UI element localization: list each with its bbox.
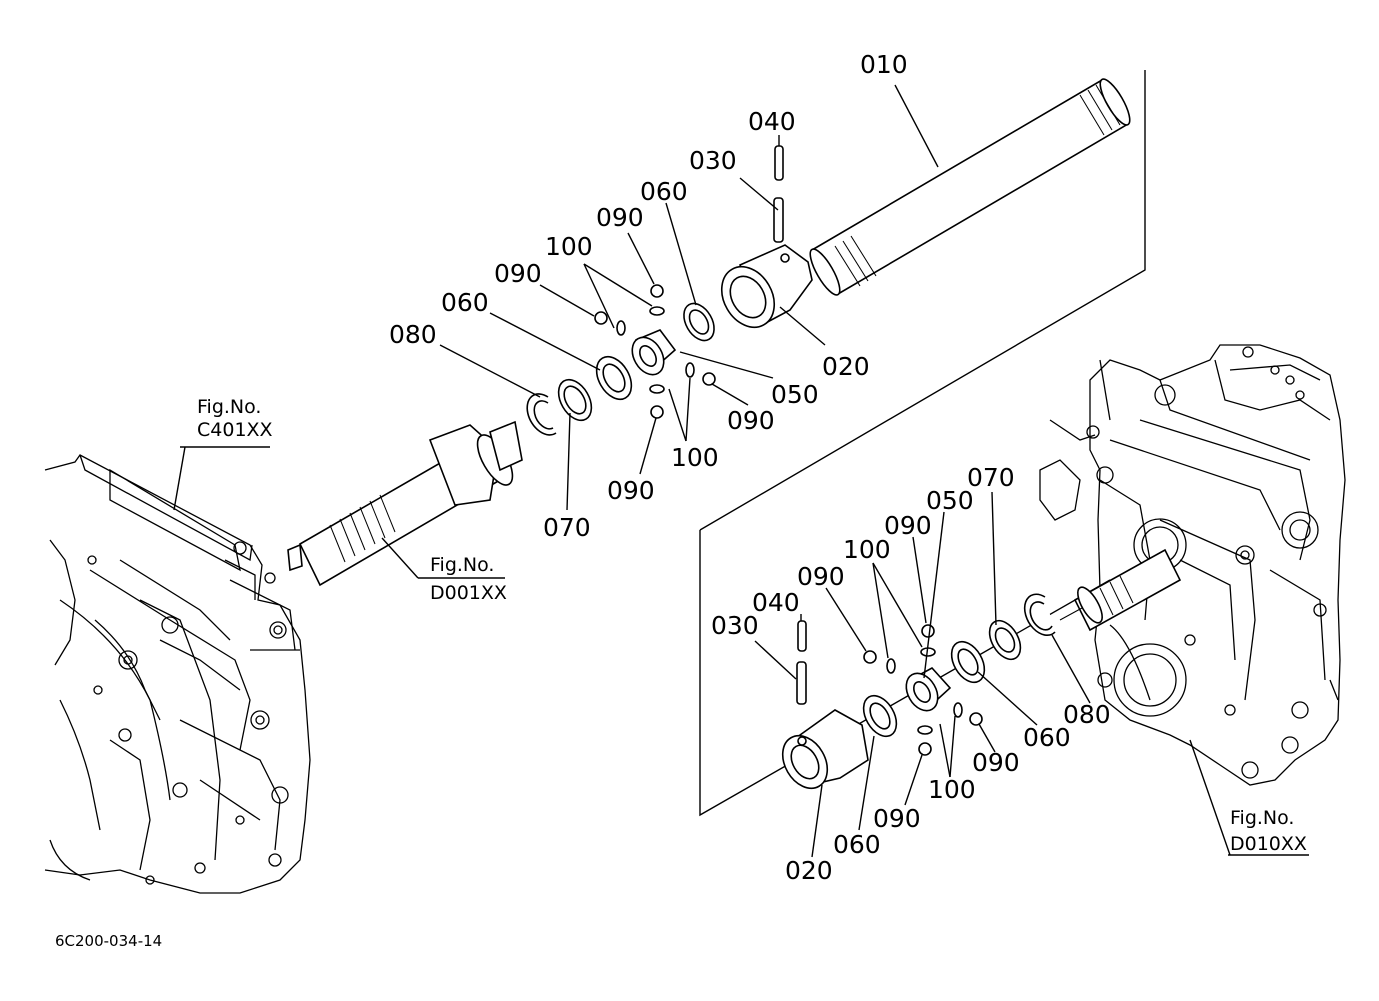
upper-boundary-frame bbox=[699, 70, 1146, 531]
label-upper-100-b: 100 bbox=[671, 443, 719, 472]
label-lower-030: 030 bbox=[711, 611, 759, 640]
oring-100-left bbox=[616, 320, 626, 336]
label-upper-050: 050 bbox=[771, 380, 819, 409]
label-lower-090-b: 090 bbox=[797, 562, 845, 591]
label-upper-020: 020 bbox=[822, 352, 870, 381]
pin-030-lower bbox=[796, 661, 807, 705]
ball-090-lower-right bbox=[969, 712, 983, 726]
left-housing-assembly bbox=[44, 454, 311, 894]
coupling-sleeve-020 bbox=[720, 244, 813, 328]
oring-100-lower-left bbox=[886, 658, 896, 674]
oring-100-lower-right bbox=[953, 702, 963, 718]
label-lower-090-d: 090 bbox=[873, 804, 921, 833]
label-upper-080: 080 bbox=[389, 320, 437, 349]
label-lower-040: 040 bbox=[752, 588, 800, 617]
label-upper-060-b: 060 bbox=[441, 288, 489, 317]
upper-leader-lines bbox=[173, 84, 939, 579]
label-upper-060-a: 060 bbox=[640, 177, 688, 206]
label-upper-090-b: 090 bbox=[494, 259, 542, 288]
label-lower-070: 070 bbox=[967, 463, 1015, 492]
fig-ref-d001-prefix: Fig.No. bbox=[430, 554, 494, 576]
lower-exploded-assembly: 070 050 090 100 090 040 030 080 060 090 … bbox=[699, 463, 1309, 885]
oring-100-top bbox=[649, 306, 665, 316]
label-lower-100-a: 100 bbox=[843, 535, 891, 564]
pin-040-lower bbox=[797, 620, 807, 652]
hub-050 bbox=[631, 329, 677, 376]
label-upper-090-c: 090 bbox=[727, 406, 775, 435]
fig-ref-d001-code: D001XX bbox=[430, 582, 507, 604]
oring-100-bottom bbox=[649, 384, 665, 394]
shaft-010 bbox=[809, 78, 1131, 296]
label-upper-040: 040 bbox=[748, 107, 796, 136]
oring-100-lower-bottom bbox=[917, 725, 933, 735]
input-shaft-d001xx bbox=[287, 420, 523, 587]
pin-040 bbox=[774, 145, 784, 181]
label-lower-060-a: 060 bbox=[1023, 723, 1071, 752]
label-lower-080: 080 bbox=[1063, 700, 1111, 729]
lower-boundary-frame bbox=[699, 530, 1111, 817]
ball-090-right bbox=[702, 372, 716, 386]
upper-exploded-assembly: 010 040 030 060 090 100 090 060 080 020 … bbox=[173, 50, 1146, 604]
ball-090-lower-top bbox=[921, 624, 935, 638]
ball-090-lower-left bbox=[863, 650, 877, 664]
label-lower-090-c: 090 bbox=[972, 748, 1020, 777]
fig-ref-c401-code: C401XX bbox=[197, 419, 273, 441]
coupling-sleeve-020-lower bbox=[781, 709, 869, 790]
label-upper-070: 070 bbox=[543, 513, 591, 542]
label-lower-100-b: 100 bbox=[928, 775, 976, 804]
label-lower-020: 020 bbox=[785, 856, 833, 885]
label-upper-090-a: 090 bbox=[596, 203, 644, 232]
pin-030 bbox=[773, 197, 784, 243]
fig-ref-c401-prefix: Fig.No. bbox=[197, 396, 261, 418]
label-upper-030: 030 bbox=[689, 146, 737, 175]
label-lower-090-a: 090 bbox=[884, 511, 932, 540]
label-upper-090-d: 090 bbox=[607, 476, 655, 505]
label-upper-100-a: 100 bbox=[545, 232, 593, 261]
ball-090-lower-bottom bbox=[918, 742, 932, 756]
oring-100-right bbox=[685, 362, 695, 378]
output-shaft-lower bbox=[1059, 548, 1182, 632]
ball-090-bottom bbox=[650, 405, 664, 419]
ball-090-left bbox=[594, 311, 608, 325]
label-lower-060-b: 060 bbox=[833, 830, 881, 859]
ball-090-top bbox=[650, 284, 664, 298]
drawing-code: 6C200-034-14 bbox=[55, 932, 162, 950]
lower-leader-lines bbox=[754, 491, 1309, 858]
label-upper-010: 010 bbox=[860, 50, 908, 79]
fig-ref-d010-prefix: Fig.No. bbox=[1230, 807, 1294, 829]
label-lower-050: 050 bbox=[926, 486, 974, 515]
fig-ref-d010-code: D010XX bbox=[1230, 833, 1307, 855]
